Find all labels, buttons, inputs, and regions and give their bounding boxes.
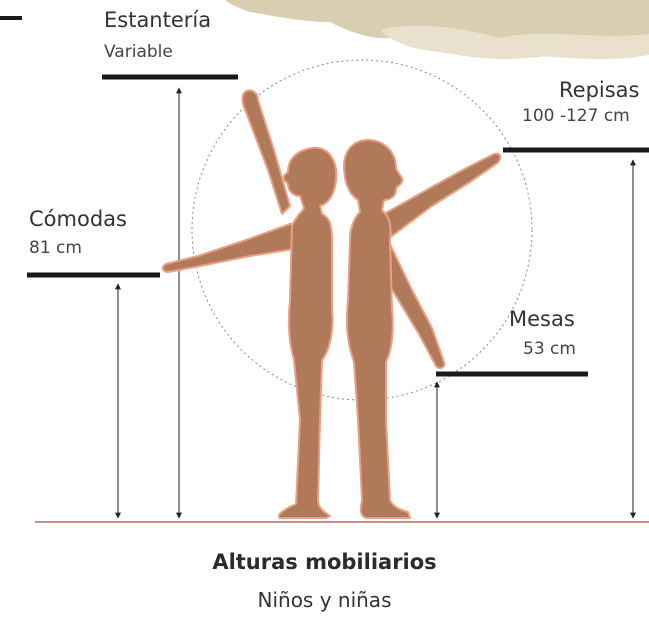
label-comodas-value: 81 cm: [29, 238, 82, 258]
background-cloud-light: [380, 25, 649, 59]
child-figure-left: [161, 89, 338, 519]
label-estanteria-title: Estantería: [104, 8, 212, 32]
caption-title: Alturas mobiliarios: [212, 550, 437, 574]
corner-mark: [0, 16, 22, 20]
label-repisas-title: Repisas: [559, 78, 640, 102]
label-estanteria-value: Variable: [104, 42, 173, 62]
label-mesas-value: 53 cm: [523, 339, 576, 359]
caption-subtitle: Niños y niñas: [257, 588, 392, 612]
label-repisas-value: 100 -127 cm: [522, 106, 630, 126]
child-figure-right: [343, 139, 502, 519]
label-mesas-title: Mesas: [509, 307, 575, 331]
label-comodas-title: Cómodas: [29, 207, 127, 231]
